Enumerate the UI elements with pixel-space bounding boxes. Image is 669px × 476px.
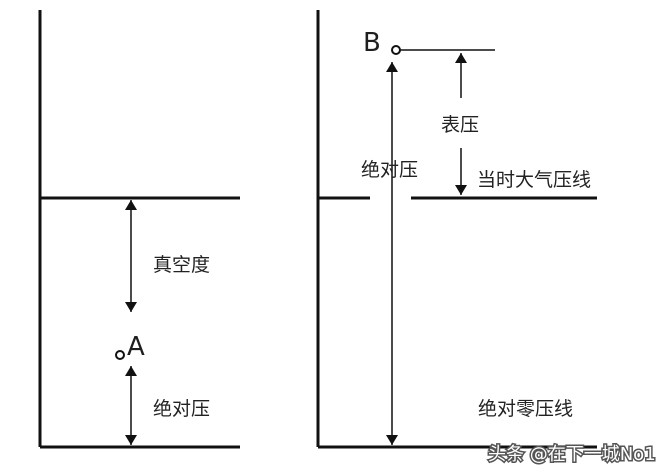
left-absolute-pressure-label: 绝对压 — [153, 398, 210, 420]
left-panel: 真空度 A 绝对压 — [38, 10, 240, 449]
vacuum-label: 真空度 — [153, 254, 210, 276]
right-panel: B 绝对压 表压 当时大气压线 绝对零压线 — [316, 10, 597, 449]
atmospheric-line-label: 当时大气压线 — [477, 169, 591, 191]
point-b-label: B — [363, 28, 381, 58]
absolute-zero-line-label: 绝对零压线 — [478, 398, 573, 420]
point-a-marker — [115, 350, 125, 360]
point-b-marker — [391, 45, 401, 55]
gauge-pressure-label: 表压 — [441, 114, 479, 136]
point-a-label: A — [127, 332, 145, 362]
watermark-text: 头条 @在下一城No1 — [488, 444, 656, 465]
right-absolute-pressure-label: 绝对压 — [361, 159, 418, 181]
